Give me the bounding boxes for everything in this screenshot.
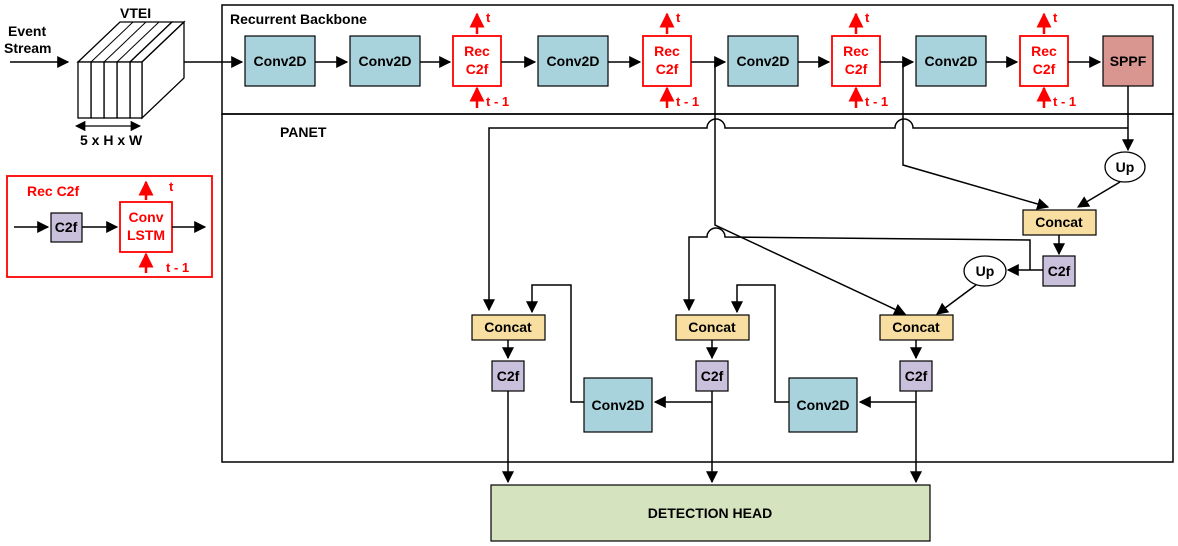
- c2f-block-left: C2f: [491, 360, 525, 392]
- conv2d-block-5: Conv2D: [915, 35, 987, 87]
- c2f-block-top: C2f: [1042, 255, 1076, 287]
- t-prev-label: t - 1: [676, 94, 699, 109]
- conv2d-label: Conv2D: [925, 53, 978, 69]
- c2f-block-mid: C2f: [695, 360, 729, 392]
- conv2d-block-2: Conv2D: [349, 35, 421, 87]
- rec-c2f-label-2: C2f: [466, 61, 489, 77]
- legend-title: Rec C2f: [27, 183, 79, 199]
- conv2d-label: Conv2D: [547, 53, 600, 69]
- concat-block-right: Concat: [879, 314, 954, 341]
- up-label: Up: [976, 263, 995, 279]
- vtei-stack: VTEI 5 x H x W: [74, 5, 186, 148]
- sppf-label: SPPF: [1110, 53, 1147, 69]
- rec-c2f-legend: Rec C2f C2f Conv LSTM t t - 1: [6, 175, 213, 278]
- conv2d-label: Conv2D: [797, 397, 850, 413]
- rec-c2f-label-1: Rec: [843, 43, 869, 59]
- c2f-label: C2f: [1048, 263, 1071, 279]
- c2f-label: C2f: [497, 368, 520, 384]
- sppf-block: SPPF: [1102, 35, 1154, 87]
- rec-c2f-label-1: Rec: [1031, 43, 1057, 59]
- backbone-title: Recurrent Backbone: [230, 11, 367, 27]
- conv-left-to-concat-mid-path: [526, 284, 584, 403]
- conv2d-label: Conv2D: [737, 53, 790, 69]
- rec-c2f-label-2: C2f: [845, 61, 868, 77]
- conv2d-block-1: Conv2D: [244, 35, 316, 87]
- rec-c2f-block-1: Rec C2f t t - 1: [452, 10, 509, 109]
- conv2d-label: Conv2D: [592, 397, 645, 413]
- rec-c2f-label-2: C2f: [656, 61, 679, 77]
- concat-label: Concat: [688, 319, 736, 335]
- t-label: t: [865, 10, 870, 25]
- rec-c2f-label-2: C2f: [1033, 61, 1056, 77]
- rec-c2f-label-1: Rec: [654, 43, 680, 59]
- conv2d-label: Conv2D: [359, 53, 412, 69]
- detection-head: DETECTION HEAD: [490, 484, 931, 542]
- legend-t-label: t: [169, 179, 174, 194]
- conv2d-block-3: Conv2D: [537, 35, 609, 87]
- conv2d-panet-left: Conv2D: [583, 377, 653, 433]
- conv-right-to-concat-right-path: [731, 284, 789, 403]
- vtei-title: VTEI: [120, 5, 151, 21]
- up-label: Up: [1116, 159, 1135, 175]
- c2f-label: C2f: [701, 368, 724, 384]
- concat-block-left: Concat: [471, 314, 546, 341]
- t-label: t: [676, 10, 681, 25]
- rec-c2f-label-1: Rec: [464, 43, 490, 59]
- panet-frame: [221, 113, 1174, 463]
- legend-convlstm-label-1: Conv: [129, 209, 164, 225]
- conv2d-label: Conv2D: [254, 53, 307, 69]
- t-prev-label: t - 1: [486, 94, 509, 109]
- concat-block-top: Concat: [1022, 209, 1097, 236]
- legend-c2f-block: [50, 212, 83, 243]
- t-label: t: [1053, 10, 1058, 25]
- t-prev-label: t - 1: [865, 94, 888, 109]
- conv2d-block-4: Conv2D: [727, 35, 799, 87]
- concat-block-mid: Concat: [675, 314, 750, 341]
- rec-c2f-block-4: Rec C2f t t - 1: [1019, 10, 1076, 109]
- c2f-to-mid-concat-line: [683, 227, 1031, 312]
- rec-c2f-block-3: Rec C2f t t - 1: [831, 10, 888, 109]
- concat-label: Concat: [484, 319, 532, 335]
- t-prev-label: t - 1: [1053, 94, 1076, 109]
- up-node-bottom: Up: [963, 255, 1007, 287]
- vtei-dims: 5 x H x W: [80, 132, 143, 148]
- t-label: t: [486, 10, 491, 25]
- rec-c2f-block-2: Rec C2f t t - 1: [642, 10, 699, 109]
- c2f-block-right: C2f: [899, 360, 933, 392]
- c2f-label: C2f: [905, 368, 928, 384]
- sppf-to-left-concat-line: [483, 118, 1128, 312]
- event-stream-label-2: Stream: [4, 40, 51, 56]
- detection-head-label: DETECTION HEAD: [648, 505, 772, 521]
- legend-t-prev-label: t - 1: [166, 260, 189, 275]
- conv2d-panet-right: Conv2D: [788, 377, 858, 433]
- concat-label: Concat: [892, 319, 940, 335]
- legend-c2f-label: C2f: [55, 219, 78, 235]
- event-stream-label-1: Event: [8, 23, 46, 39]
- event-stream-input: Event Stream: [4, 23, 70, 68]
- legend-convlstm-label-2: LSTM: [127, 227, 165, 243]
- rec3-skip-line: [902, 62, 1050, 210]
- rec2-skip-line: [714, 62, 907, 315]
- panet-title: PANET: [280, 124, 327, 140]
- up-node-top: Up: [1104, 151, 1146, 183]
- concat-label: Concat: [1035, 214, 1083, 230]
